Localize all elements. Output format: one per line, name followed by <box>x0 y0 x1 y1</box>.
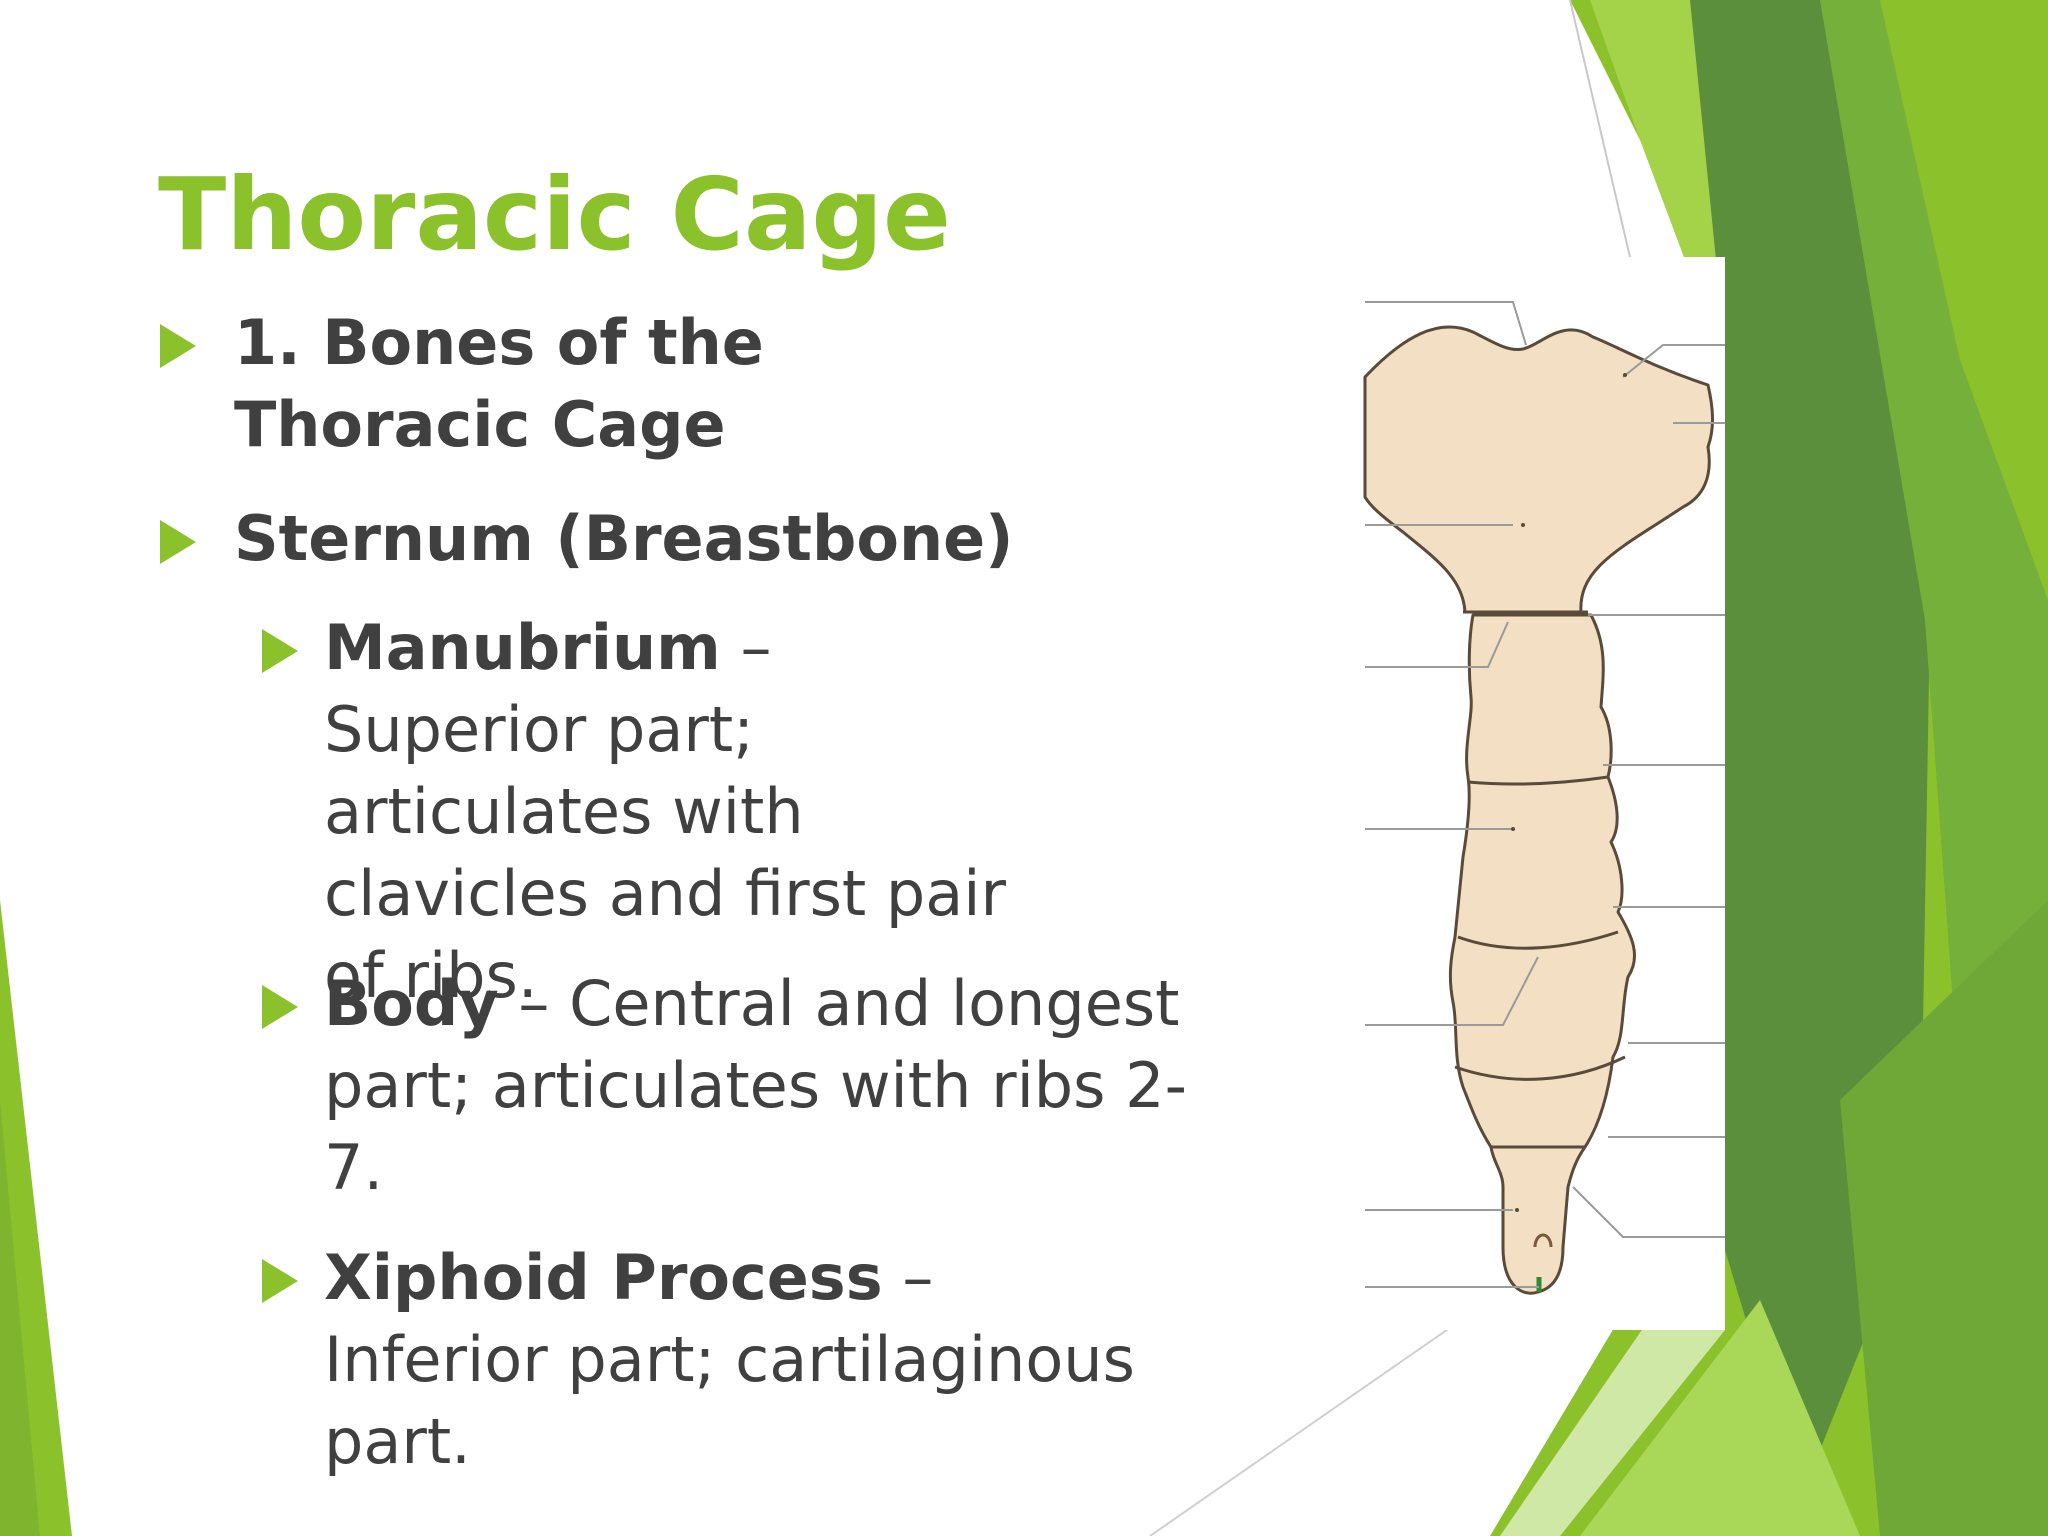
bullet-text: Sternum (Breastbone) <box>234 502 1014 575</box>
description-body: – Central and longest part; articulates … <box>324 967 1187 1204</box>
bullet-bones-of-thoracic-cage: 1. Bones of the Thoracic Cage <box>160 302 1060 466</box>
sternum-diagram-icon <box>1363 301 1725 1295</box>
bullet-arrow-icon <box>262 629 298 673</box>
bullet-arrow-icon <box>160 324 196 368</box>
term-manubrium: Manubrium <box>324 611 721 684</box>
sternum-diagram <box>1363 257 1725 1330</box>
bullet-arrow-icon <box>262 1259 298 1303</box>
sub-bullet-text: Manubrium – Superior part; articulates w… <box>324 607 1022 1017</box>
term-body: Body <box>324 967 499 1040</box>
description-xiphoid: – Inferior part; cartilaginous part. <box>324 1241 1135 1478</box>
sub-bullet-text: Xiphoid Process – Inferior part; cartila… <box>324 1237 1162 1483</box>
bullet-arrow-icon <box>160 520 196 564</box>
description-manubrium: – Superior part; articulates with clavic… <box>324 611 1006 1012</box>
bullet-sternum: Sternum (Breastbone) <box>160 498 1060 580</box>
sub-bullet-manubrium: Manubrium – Superior part; articulates w… <box>262 607 1022 1017</box>
sub-bullet-text: Body – Central and longest part; articul… <box>324 963 1192 1209</box>
slide-title: Thoracic Cage <box>158 156 951 273</box>
bullet-text: 1. Bones of the Thoracic Cage <box>234 306 764 461</box>
sub-bullet-body: Body – Central and longest part; articul… <box>262 963 1192 1209</box>
bullet-arrow-icon <box>262 985 298 1029</box>
term-xiphoid: Xiphoid Process <box>324 1241 883 1314</box>
sub-bullet-xiphoid: Xiphoid Process – Inferior part; cartila… <box>262 1237 1162 1483</box>
